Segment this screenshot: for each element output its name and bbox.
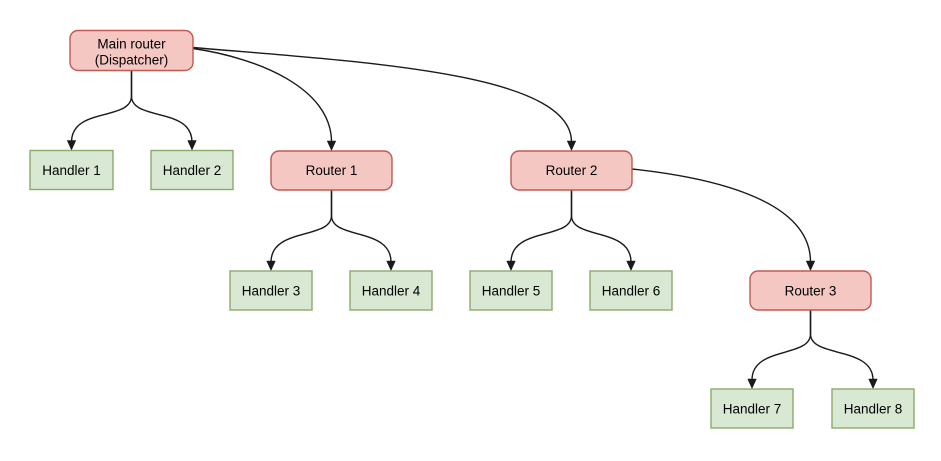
node-router-3-label: Router 3 <box>785 284 837 299</box>
node-handler-4: Handler 4 <box>349 270 433 311</box>
arrowhead-down-icon <box>66 140 77 151</box>
node-handler-5: Handler 5 <box>469 270 553 311</box>
node-handler-7: Handler 7 <box>710 388 794 429</box>
arrowhead-down-icon <box>326 140 337 152</box>
node-handler-6-label: Handler 6 <box>602 284 661 299</box>
node-handler-4-label: Handler 4 <box>362 284 421 299</box>
edge-router-2-to-handler-6 <box>570 190 636 272</box>
arrowhead-down-icon <box>805 260 816 272</box>
arrowhead-down-icon <box>747 378 757 390</box>
arrowhead-down-icon <box>386 260 396 272</box>
edge-main-to-handler-2 <box>130 70 197 151</box>
node-handler-8-label: Handler 8 <box>844 402 903 417</box>
edge-router-3-to-handler-8 <box>809 310 878 390</box>
node-router-2: Router 2 <box>510 150 633 191</box>
node-router-1-label: Router 1 <box>306 163 358 178</box>
node-handler-1: Handler 1 <box>29 149 114 191</box>
arrowhead-down-icon <box>566 140 577 152</box>
edge-main-to-handler-1 <box>66 70 133 151</box>
edge-main-to-router-2 <box>192 46 577 152</box>
node-router-2-label: Router 2 <box>546 163 598 178</box>
node-handler-3-label: Handler 3 <box>242 284 301 299</box>
node-handler-6: Handler 6 <box>589 270 673 311</box>
arrowhead-down-icon <box>266 260 276 272</box>
node-handler-1-label: Handler 1 <box>42 163 101 178</box>
edge-main-to-router-1 <box>192 47 337 152</box>
arrowhead-down-icon <box>868 378 878 390</box>
node-handler-8: Handler 8 <box>831 388 915 429</box>
node-handler-3: Handler 3 <box>229 270 313 311</box>
edge-router-1-to-handler-3 <box>266 190 333 272</box>
node-router-3: Router 3 <box>749 270 872 311</box>
node-handler-7-label: Handler 7 <box>723 402 782 417</box>
node-main-router: Main router (Dispatcher) <box>69 29 194 72</box>
edge-router-1-to-handler-4 <box>330 190 396 272</box>
edge-router-2-to-handler-5 <box>506 190 573 272</box>
arrowhead-down-icon <box>187 140 197 151</box>
node-handler-5-label: Handler 5 <box>482 284 541 299</box>
node-router-1: Router 1 <box>270 150 393 191</box>
node-main-router-label-line2: (Dispatcher) <box>95 53 169 68</box>
node-main-router-label-line1: Main router <box>97 37 166 52</box>
node-handler-2: Handler 2 <box>150 149 234 191</box>
edge-router-2-to-router-3 <box>631 168 816 272</box>
arrowhead-down-icon <box>626 260 636 272</box>
arrowhead-down-icon <box>506 260 516 272</box>
edge-router-3-to-handler-7 <box>747 310 812 390</box>
node-handler-2-label: Handler 2 <box>163 163 222 178</box>
